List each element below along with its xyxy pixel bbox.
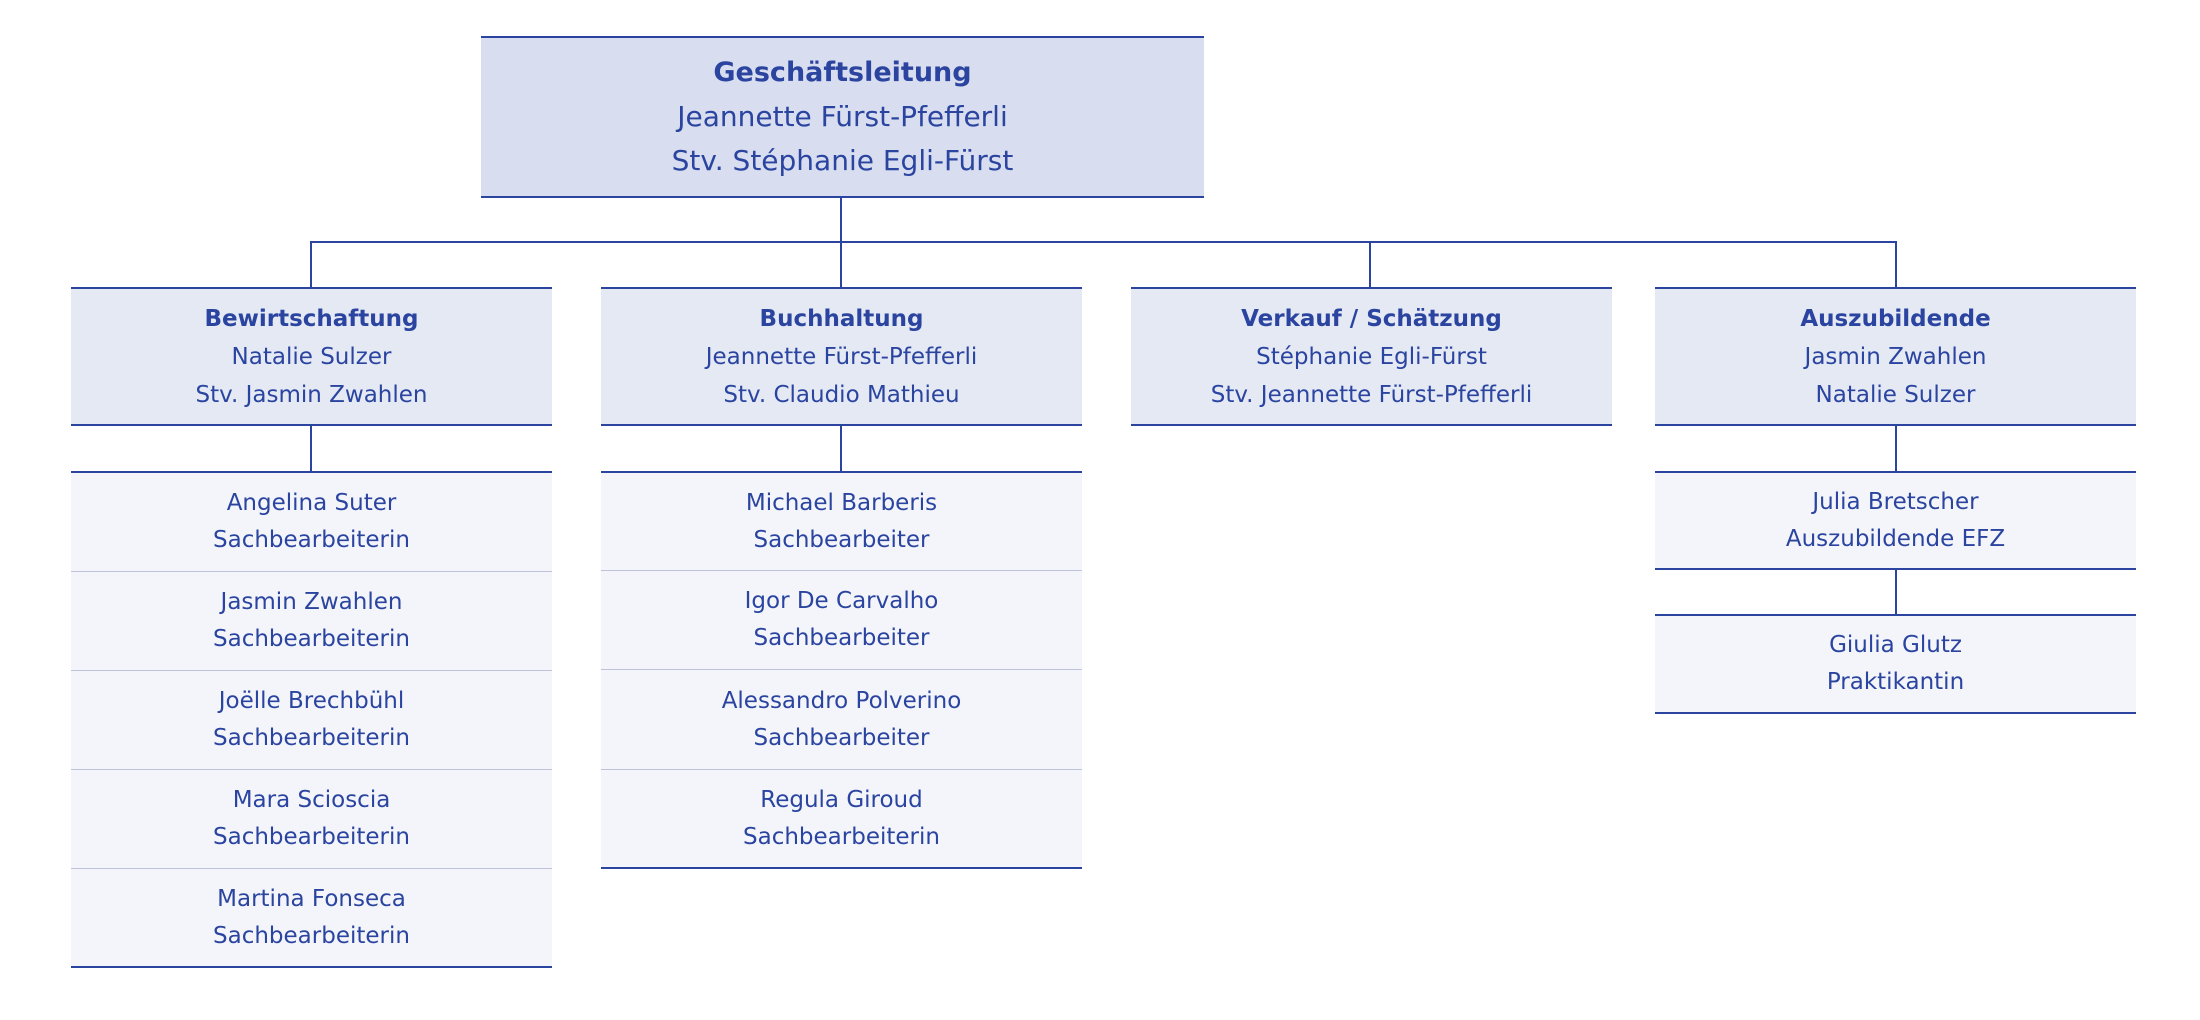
department-deputy: Stv. Claudio Mathieu — [723, 381, 960, 408]
department-box-buchhaltung: Buchhaltung Jeannette Fürst-Pfefferli St… — [601, 287, 1082, 426]
department-title: Verkauf / Schätzung — [1241, 305, 1502, 332]
department-title: Buchhaltung — [759, 305, 924, 332]
connector-dept-2-members — [840, 426, 842, 471]
department-head: Jasmin Zwahlen — [1804, 343, 1987, 370]
member-box: Angelina Suter Sachbearbeiterin — [71, 471, 552, 572]
member-box: Igor De Carvalho Sachbearbeiter — [601, 571, 1082, 670]
member-name: Igor De Carvalho — [744, 588, 939, 614]
member-box: Martina Fonseca Sachbearbeiterin — [71, 869, 552, 968]
member-box: Regula Giroud Sachbearbeiterin — [601, 770, 1082, 869]
member-box: Mara Scioscia Sachbearbeiterin — [71, 770, 552, 869]
member-role: Sachbearbeiterin — [743, 823, 940, 850]
connector-dept-4-member-2 — [1895, 569, 1897, 615]
department-title: Auszubildende — [1800, 305, 1991, 332]
connector-horizontal-bar — [310, 241, 1897, 243]
connector-dept-4 — [1895, 241, 1897, 287]
department-deputy: Stv. Jeannette Fürst-Pfefferli — [1210, 381, 1533, 408]
member-box: Alessandro Polverino Sachbearbeiter — [601, 670, 1082, 770]
member-role: Sachbearbeiter — [753, 526, 930, 553]
member-role: Auszubildende EFZ — [1785, 525, 2006, 552]
member-box: Giulia Glutz Praktikantin — [1655, 614, 2136, 714]
management-box: Geschäftsleitung Jeannette Fürst-Pfeffer… — [481, 36, 1204, 198]
department-head: Stéphanie Egli-Fürst — [1256, 343, 1487, 370]
department-box-verkauf-schaetzung: Verkauf / Schätzung Stéphanie Egli-Fürst… — [1131, 287, 1612, 426]
member-box: Jasmin Zwahlen Sachbearbeiterin — [71, 572, 552, 671]
member-role: Sachbearbeiter — [753, 724, 930, 751]
member-box: Joëlle Brechbühl Sachbearbeiterin — [71, 671, 552, 770]
member-name: Mara Scioscia — [232, 787, 391, 813]
member-name: Regula Giroud — [760, 786, 923, 813]
member-name: Alessandro Polverino — [721, 687, 962, 714]
department-box-auszubildende: Auszubildende Jasmin Zwahlen Natalie Sul… — [1655, 287, 2136, 426]
department-box-bewirtschaftung: Bewirtschaftung Natalie Sulzer Stv. Jasm… — [71, 287, 552, 426]
member-name: Angelina Suter — [226, 490, 397, 516]
connector-dept-4-members — [1895, 426, 1897, 471]
connector-dept-1 — [310, 241, 312, 287]
member-name: Martina Fonseca — [217, 885, 406, 912]
management-head: Jeannette Fürst-Pfefferli — [677, 100, 1008, 133]
connector-dept-1-members — [310, 426, 312, 471]
connector-dept-2 — [840, 241, 842, 287]
member-box: Michael Barberis Sachbearbeiter — [601, 471, 1082, 571]
connector-dept-3 — [1369, 241, 1371, 287]
member-name: Julia Bretscher — [1812, 488, 1979, 515]
member-role: Sachbearbeiterin — [213, 824, 410, 850]
member-role: Sachbearbeiterin — [213, 626, 410, 652]
member-name: Jasmin Zwahlen — [220, 589, 403, 615]
member-box: Julia Bretscher Auszubildende EFZ — [1655, 471, 2136, 570]
department-head: Jeannette Fürst-Pfefferli — [705, 343, 978, 370]
member-role: Sachbearbeiterin — [213, 527, 410, 553]
member-role: Sachbearbeiter — [753, 625, 930, 651]
member-role: Sachbearbeiterin — [213, 922, 410, 949]
management-deputy: Stv. Stéphanie Egli-Fürst — [671, 144, 1014, 177]
department-deputy: Natalie Sulzer — [1815, 381, 1976, 408]
department-head: Natalie Sulzer — [231, 343, 392, 370]
member-role: Praktikantin — [1826, 669, 1965, 695]
department-title: Bewirtschaftung — [204, 305, 419, 332]
member-name: Joëlle Brechbühl — [218, 688, 405, 714]
member-role: Sachbearbeiterin — [213, 725, 410, 751]
management-title: Geschäftsleitung — [713, 57, 972, 88]
department-deputy: Stv. Jasmin Zwahlen — [195, 381, 428, 408]
member-name: Michael Barberis — [745, 489, 938, 516]
member-name: Giulia Glutz — [1829, 632, 1962, 658]
connector-top-down — [840, 198, 842, 242]
